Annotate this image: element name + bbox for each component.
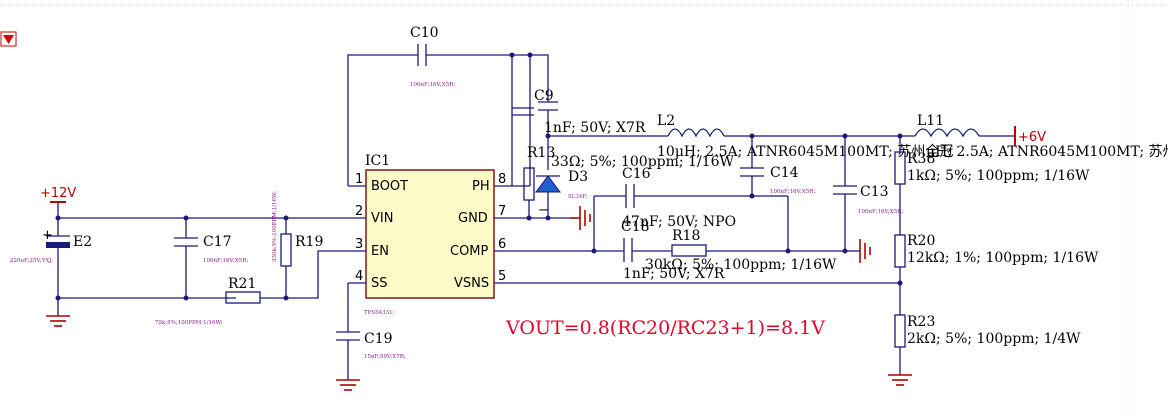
r23-spec: 2kΩ; 5%; 100ppm; 1/4W [907, 331, 1081, 347]
r20-spec: 12kΩ; 1%; 100ppm; 1/16W [907, 250, 1099, 266]
l2-coil [667, 128, 725, 138]
c19-ref: C19 [364, 331, 393, 347]
pin-ss: SS [371, 276, 388, 291]
l11-coil [914, 128, 980, 138]
c9-spec: 1nF; 50V; X7R [544, 120, 646, 136]
d3-spec: SL34F; [568, 194, 588, 200]
ic-ref: IC1 [365, 153, 390, 169]
c14-spec: 100nF;16V;X5R; [770, 189, 815, 195]
c16-spec: 47nF; 50V; NPO [622, 214, 736, 230]
c18-ref: C18 [621, 219, 650, 235]
vout-label: +6V [1018, 130, 1046, 145]
c18-spec: 1nF; 50V; X7R [623, 266, 725, 282]
pin-num-1: 1 [355, 172, 363, 187]
pin-num-4: 4 [355, 269, 363, 284]
c16-ref: C16 [622, 166, 651, 182]
c13-ref: C13 [860, 184, 889, 200]
r38-ref: R38 [907, 151, 935, 167]
r21-spec: 75k;5%;100PPM;1/16W; [155, 320, 223, 326]
r19-spec: 330k;5%;100PPM;1/16W; [272, 191, 278, 262]
pin-num-2: 2 [355, 204, 363, 219]
ic-part: TPS54331; [364, 310, 395, 316]
c10-ref: C10 [410, 25, 439, 41]
c17-ref: C17 [203, 234, 232, 250]
vout-formula: VOUT=0.8(RC20/RC23+1)=8.1V [505, 317, 825, 339]
r23-ref: R23 [907, 314, 935, 330]
r21-ref: R21 [228, 276, 256, 292]
ground-symbol [570, 206, 591, 230]
r18-ref: R18 [672, 228, 700, 244]
r20-ref: R20 [907, 233, 935, 249]
l2-spec: 10μH; 2.5A; ATNR6045M100MT; 苏州全冠 [657, 143, 953, 160]
c14-ref: C14 [770, 165, 799, 181]
ground-symbol [336, 379, 360, 391]
c13-spec: 100nF;16V;X5R; [858, 209, 903, 215]
c19-spec: 15nF;50V;X7R; [364, 354, 406, 360]
ground-symbol [46, 315, 70, 327]
c9-ref: C9 [534, 88, 554, 104]
pin-num-5: 5 [498, 269, 506, 284]
vin-label: +12V [40, 186, 76, 201]
pin-num-6: 6 [498, 237, 506, 252]
pin-gnd: GND [458, 211, 488, 226]
svg-text:−: − [538, 203, 549, 218]
r19-ref: R19 [295, 234, 323, 250]
pin-ph: PH [472, 179, 490, 194]
l2-ref: L2 [657, 113, 675, 129]
e2-spec: 220uF;25V;YXJ; [10, 258, 53, 264]
pin-num-7: 7 [498, 204, 506, 219]
pin-boot: BOOT [371, 179, 408, 194]
pin-num-3: 3 [355, 237, 363, 252]
pin-vsns: VSNS [454, 276, 489, 291]
pin-vin: VIN [371, 211, 393, 226]
ground-symbol [888, 374, 912, 386]
pin-comp: COMP [450, 244, 489, 259]
d3-ref: D3 [568, 169, 588, 185]
e2-ref: E2 [73, 234, 92, 250]
r38-spec: 1kΩ; 5%; 100ppm; 1/16W [907, 168, 1090, 184]
pin-en: EN [371, 244, 389, 259]
c17-spec: 100nF;16V;X5R; [203, 258, 248, 264]
red-triangle-down-icon[interactable] [0, 31, 17, 47]
l11-spec: μH; 2.5A; ATNR6045M100MT; 苏州全 [926, 143, 1168, 160]
r18-spec: 30kΩ; 5%; 100ppm; 1/16W [645, 257, 837, 273]
l11-ref: L11 [917, 113, 944, 129]
r13-spec: 33Ω; 5%; 100ppm; 1/16W [551, 154, 734, 170]
pin-num-8: 8 [498, 172, 506, 187]
ground-symbol [859, 239, 871, 263]
ic-tps54331[interactable] [365, 169, 495, 299]
c10-spec: 100nF;16V;X5R; [410, 82, 455, 88]
svg-text:+: + [42, 228, 53, 243]
